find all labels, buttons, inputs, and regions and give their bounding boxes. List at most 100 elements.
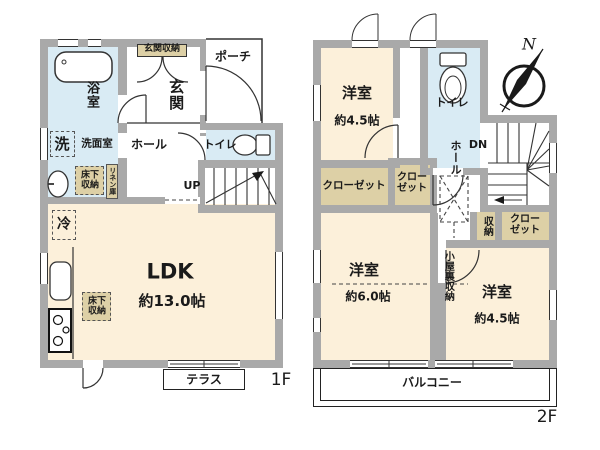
door-opening [200, 71, 206, 115]
wall [200, 115, 206, 130]
bathtub-icon [54, 51, 113, 83]
label-floor2: 2F [536, 406, 558, 427]
door-arcs [82, 56, 480, 389]
window [313, 250, 321, 283]
window [352, 40, 378, 48]
label-bath: 浴室 [84, 81, 100, 109]
wall [118, 158, 127, 204]
room-ldk [48, 204, 275, 360]
balcony-inner-line [320, 368, 550, 401]
label-ldk-size: 約13.0帖 [138, 291, 206, 310]
door-opening [433, 168, 463, 175]
room-bedroom-nw [321, 48, 393, 160]
wall [480, 40, 488, 123]
label-porch: ポーチ [214, 49, 252, 64]
wall [198, 160, 205, 213]
wall [438, 283, 446, 360]
storage [477, 212, 495, 240]
wall [388, 158, 395, 205]
door-opening [438, 248, 446, 283]
compass-icon [499, 48, 546, 113]
wall [205, 160, 283, 168]
label-terrace: テラス [186, 372, 222, 387]
window [410, 40, 436, 48]
door-opening [393, 118, 400, 158]
entrance-storage-box [137, 44, 187, 57]
label-hall-2f: ホール [448, 140, 462, 176]
wall [470, 212, 477, 240]
door-opening [200, 136, 206, 160]
label-bedroom-sw: 洋室 [348, 260, 380, 279]
window [40, 253, 48, 284]
wall [420, 168, 433, 175]
label-fridge: 冷 [57, 216, 71, 233]
label-underfloor-storage-2: 床下収納 [87, 296, 106, 316]
wall [40, 197, 165, 204]
stairs-2f [488, 122, 550, 205]
wall [495, 212, 502, 240]
washer-space [50, 131, 75, 157]
wall [393, 48, 400, 118]
label-balcony: バルコニー [402, 375, 462, 390]
dashed-lines [165, 175, 469, 285]
window [313, 318, 321, 332]
wall [313, 40, 488, 48]
stairs-1f [205, 168, 277, 205]
window [549, 290, 557, 320]
label-bedroom-nw: 洋室 [341, 83, 373, 102]
stove-icon [48, 308, 72, 353]
toilet-icon-1f [232, 134, 271, 156]
room-bedroom-sw [321, 213, 430, 360]
label-bedroom-se-size: 約4.5帖 [474, 311, 520, 326]
toilet-icon-2f [439, 52, 467, 104]
wall [480, 175, 488, 212]
label-stairs-down: DN [468, 138, 488, 152]
label-storage: 収納 [481, 216, 493, 236]
label-linen: リネン庫 [108, 167, 117, 195]
washbasin-icon [47, 170, 69, 198]
label-closet-nw: クローゼット [322, 179, 386, 192]
label-bedroom-sw-size: 約6.0帖 [345, 289, 391, 304]
terrace-outline [163, 369, 245, 390]
window-marks [170, 360, 511, 368]
closet-nw [321, 168, 388, 205]
label-floor1: 1F [270, 369, 292, 390]
underfloor-storage-box [75, 166, 104, 195]
kitchen-sink-icon [49, 247, 74, 359]
window [40, 128, 48, 160]
wall [118, 123, 127, 133]
label-stairs-up: UP [183, 179, 201, 193]
wall [488, 115, 557, 123]
wall [321, 205, 437, 213]
wall [446, 240, 557, 248]
label-attic-storage: 小屋裏収納 [442, 251, 454, 301]
label-washer: 洗 [54, 134, 70, 153]
label-washroom: 洗面室 [81, 137, 113, 150]
door-opening [118, 95, 127, 123]
label-closet-se: クローゼット [510, 214, 540, 236]
door-opening [118, 133, 127, 158]
wall [275, 123, 283, 368]
porch-outline [206, 38, 263, 123]
window [58, 39, 78, 47]
closet-se [502, 212, 549, 240]
window [313, 85, 321, 121]
wall [200, 123, 283, 130]
wall [430, 213, 438, 360]
casement-window-arcs [351, 13, 437, 41]
label-toilet-1f: トイレ [203, 138, 237, 152]
label-entrance-storage: 玄関収納 [143, 44, 181, 55]
label-ldk: LDK [146, 259, 194, 284]
label-bedroom-se: 洋室 [481, 282, 513, 301]
window [275, 252, 283, 319]
wall [463, 168, 488, 175]
linen-cabinet-box [106, 164, 118, 199]
room-bedroom-se [446, 248, 549, 360]
underfloor-storage-box [82, 292, 111, 321]
wall [420, 48, 428, 175]
label-hall-1f: ホール [130, 137, 168, 152]
wall [480, 205, 557, 212]
wall [388, 158, 437, 165]
